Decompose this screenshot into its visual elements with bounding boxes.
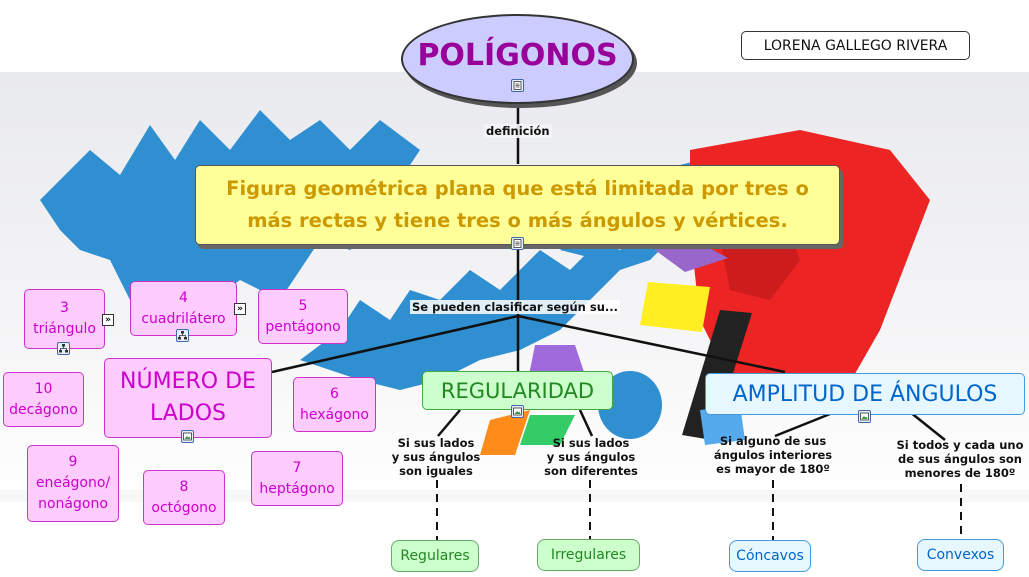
link-mayor-180: Si alguno de sus ángulos interiores es m… <box>713 434 833 476</box>
side-count: 7 <box>292 459 302 476</box>
numero-lados-node[interactable]: NÚMERO DE LADOS <box>104 358 272 438</box>
side-count: 5 <box>298 297 308 314</box>
leaf-irregulares[interactable]: Irregulares <box>537 539 640 571</box>
side-name: octógono <box>151 499 217 516</box>
expand-icon[interactable]: » <box>234 303 246 315</box>
side-name: hexágono <box>300 406 369 423</box>
expand-icon[interactable]: » <box>102 314 114 326</box>
leaf-label: Convexos <box>926 547 995 563</box>
regularidad-label: REGULARIDAD <box>440 378 595 403</box>
page-title: POLÍGONOS <box>417 37 618 73</box>
image-icon[interactable] <box>181 430 194 443</box>
leaf-label: Cóncavos <box>736 548 804 564</box>
side-count: 9 <box>68 454 78 470</box>
side-node-5[interactable]: 5 pentágono <box>258 289 348 344</box>
numero-lados-line-1: NÚMERO DE <box>120 369 256 394</box>
submap-icon[interactable] <box>57 342 70 355</box>
document-icon[interactable] <box>511 237 524 250</box>
definition-node[interactable]: Figura geométrica plana que está limitad… <box>195 165 840 245</box>
side-node-8[interactable]: 8 octógono <box>143 470 225 525</box>
amplitud-label: AMPLITUD DE ÁNGULOS <box>732 381 998 407</box>
leaf-label: Irregulares <box>550 547 627 563</box>
side-count: 3 <box>60 300 69 316</box>
side-name: heptágono <box>259 480 335 497</box>
link-clasificar: Se pueden clasificar según su... <box>410 300 621 314</box>
submap-icon[interactable] <box>176 329 189 342</box>
side-count: 10 <box>34 380 53 397</box>
side-name: triángulo <box>33 321 96 337</box>
side-node-3[interactable]: 3 triángulo <box>24 289 105 349</box>
author-name: LORENA GALLEGO RIVERA <box>763 37 948 54</box>
leaf-concavos[interactable]: Cóncavos <box>729 540 811 572</box>
amplitud-node[interactable]: AMPLITUD DE ÁNGULOS <box>705 373 1025 415</box>
side-name-alt: nonágono <box>38 496 108 512</box>
definition-line-2: más rectas y tiene tres o más ángulos y … <box>247 209 788 232</box>
side-node-9[interactable]: 9 eneágono/ nonágono <box>27 445 119 522</box>
link-definicion: definición <box>484 124 552 138</box>
side-count: 6 <box>330 385 339 402</box>
side-name: pentágono <box>265 318 341 335</box>
leaf-regulares[interactable]: Regulares <box>391 540 479 572</box>
side-count: 4 <box>179 289 188 306</box>
link-menores-180: Si todos y cada uno de sus ángulos son m… <box>896 438 1024 480</box>
side-name: eneágono/ <box>35 475 111 491</box>
side-name: cuadrilátero <box>141 310 226 327</box>
purple-paper-shape <box>655 243 728 272</box>
side-count: 8 <box>179 478 189 495</box>
image-icon[interactable] <box>511 405 524 418</box>
link-lados-diferentes: Si sus lados y sus ángulos son diferente… <box>544 436 638 478</box>
side-name: decágono <box>9 401 78 418</box>
side-node-10[interactable]: 10 decágono <box>3 372 84 427</box>
leaf-convexos[interactable]: Convexos <box>917 539 1004 571</box>
numero-lados-line-2: LADOS <box>149 401 227 426</box>
yellow-paper-shape <box>640 282 710 332</box>
author-box: LORENA GALLEGO RIVERA <box>741 31 970 60</box>
side-node-7[interactable]: 7 heptágono <box>251 451 343 506</box>
document-icon[interactable] <box>511 79 524 92</box>
image-icon[interactable] <box>858 410 871 423</box>
side-node-4[interactable]: 4 cuadrilátero <box>130 281 237 336</box>
definition-line-1: Figura geométrica plana que está limitad… <box>226 177 809 200</box>
leaf-label: Regulares <box>400 548 470 564</box>
side-node-6[interactable]: 6 hexágono <box>293 377 376 432</box>
link-lados-iguales: Si sus lados y sus ángulos son iguales <box>391 436 481 478</box>
